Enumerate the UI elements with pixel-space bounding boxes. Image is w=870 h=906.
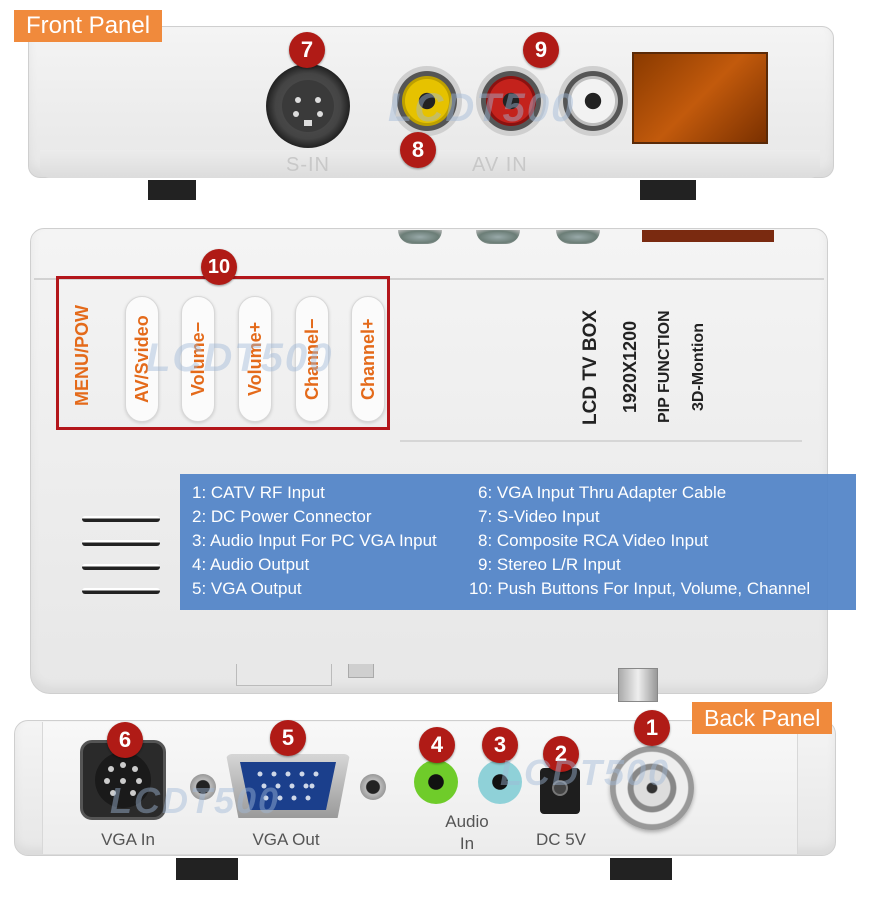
watermark-top: LCDT500	[146, 336, 334, 380]
legend-item-7: 7: S-Video Input	[478, 507, 600, 526]
legend-item-6: 6: VGA Input Thru Adapter Cable	[478, 483, 727, 502]
badge-7: 7	[289, 32, 325, 68]
top-jack-bump-3	[556, 230, 600, 244]
vent-slot-4	[82, 588, 160, 594]
vent-slot-3	[82, 564, 160, 570]
vga-out-port	[226, 754, 350, 818]
audio-input-teal-jack	[478, 760, 522, 804]
rca-red-jack	[476, 66, 546, 136]
dc-5v-label: DC 5V	[535, 830, 587, 849]
badge-5: 5	[270, 720, 306, 756]
legend-item-3: 3: Audio Input For PC VGA Input	[192, 531, 437, 550]
vga-out-screw-left	[190, 774, 216, 800]
top-view-divider	[400, 440, 802, 442]
watermark-front: LCDT500	[388, 86, 576, 130]
vga-in-label: VGA In	[101, 830, 155, 849]
top-rf-peek	[618, 668, 658, 702]
legend-item-5: 5: VGA Output	[192, 579, 302, 598]
dc-power-jack	[540, 768, 580, 814]
top-vga-peek	[236, 664, 332, 686]
button-channel-down[interactable]: Channel−	[295, 296, 329, 422]
button-channel-up[interactable]: Channel+	[351, 296, 385, 422]
s-video-pins-icon	[282, 80, 334, 132]
badge-10: 10	[201, 249, 237, 285]
legend-item-10: 10: Push Buttons For Input, Volume, Chan…	[469, 579, 811, 598]
back-panel-tag: Back Panel	[692, 702, 833, 734]
vga-out-label: VGA Out	[252, 830, 320, 849]
s-in-label: S-IN	[286, 154, 330, 176]
audio-in-label-line1: Audio	[445, 812, 489, 831]
button-label-menu-pow: MENU/POW	[72, 305, 92, 407]
back-foot-left	[176, 858, 238, 880]
product-line-3: PIP FUNCTION	[656, 310, 673, 424]
top-jack-bump-2	[476, 230, 520, 244]
av-in-label: AV IN	[472, 154, 528, 176]
s-video-jack	[266, 64, 350, 148]
audio-output-green-jack	[414, 760, 458, 804]
vga-in-pins-icon	[95, 752, 151, 808]
rca-yellow-jack	[392, 66, 462, 136]
product-line-4: 3D-Montion	[690, 323, 707, 411]
audio-in-label-line2: In	[459, 834, 475, 853]
legend-item-2: 2: DC Power Connector	[192, 507, 372, 526]
back-foot-right	[610, 858, 672, 880]
legend-box: 1: CATV RF Input 2: DC Power Connector 3…	[180, 474, 856, 610]
front-foot-left	[148, 180, 196, 200]
vent-slot-2	[82, 540, 160, 546]
vga-out-screw-right	[360, 774, 386, 800]
ir-receiver-window	[632, 52, 768, 144]
top-jack-bump-1	[398, 230, 442, 244]
rca-white-jack	[558, 66, 628, 136]
button-av-svideo[interactable]: AV/Svideo	[125, 296, 159, 422]
badge-9: 9	[523, 32, 559, 68]
top-view-case	[30, 228, 828, 694]
button-volume-up[interactable]: Volume+	[238, 296, 272, 422]
front-panel-tag: Front Panel	[14, 10, 163, 42]
badge-3: 3	[482, 727, 518, 763]
top-view-front-lip	[34, 278, 824, 280]
button-label-channel-up: Channel+	[358, 318, 378, 400]
badge-8: 8	[400, 132, 436, 168]
badge-6: 6	[107, 722, 143, 758]
product-line-1: LCD TV BOX	[580, 309, 601, 425]
badge-2: 2	[543, 736, 579, 772]
dc-power-jack-hole	[552, 780, 568, 796]
button-volume-down[interactable]: Volume−	[181, 296, 215, 422]
product-line-2: 1920X1200	[620, 320, 640, 414]
legend-item-9: 9: Stereo L/R Input	[478, 555, 621, 574]
legend-item-8: 8: Composite RCA Video Input	[478, 531, 709, 550]
top-ir-window-edge	[642, 230, 774, 242]
legend-item-4: 4: Audio Output	[192, 555, 310, 574]
vga-out-pins-icon	[240, 762, 336, 810]
badge-1: 1	[634, 710, 670, 746]
watermark-back-right: LCDT500	[500, 752, 671, 793]
vent-slot-1	[82, 516, 160, 522]
top-audio-peek	[348, 664, 374, 678]
front-foot-right	[640, 180, 696, 200]
watermark-back-left: LCDT500	[110, 780, 281, 821]
legend-item-1: 1: CATV RF Input	[192, 483, 325, 502]
badge-4: 4	[419, 727, 455, 763]
catv-rf-connector	[610, 746, 694, 830]
